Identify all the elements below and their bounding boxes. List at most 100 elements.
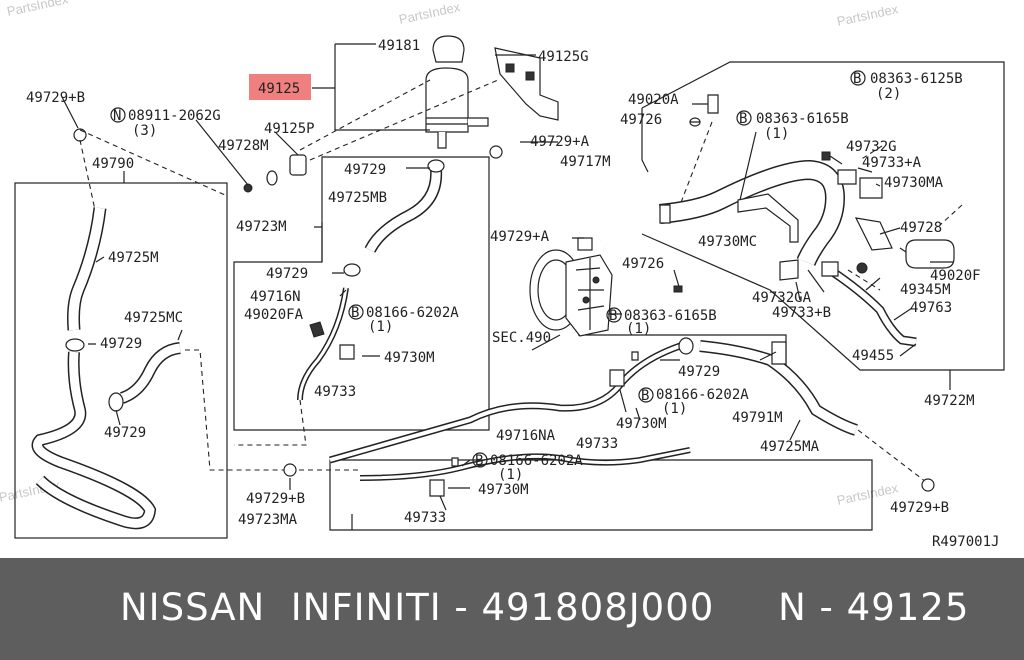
label-49729B-top[interactable]: 49729+B	[26, 90, 85, 106]
label-49125G[interactable]: 49125G	[538, 49, 589, 65]
clamp-icon	[283, 463, 297, 477]
label-49730M-b[interactable]: 49730M	[616, 416, 667, 432]
b-symbol-icon	[606, 307, 622, 323]
label-49729-b[interactable]: 49729	[266, 266, 308, 282]
b-symbol-icon	[638, 387, 654, 403]
parts-diagram: PartsIndex PartsIndex PartsIndex PartsIn…	[0, 0, 1005, 550]
label-49723M[interactable]: 49723M	[236, 219, 287, 235]
label-49725M[interactable]: 49725M	[108, 250, 159, 266]
label-49020FA[interactable]: 49020FA	[244, 307, 304, 323]
b-symbol-icon	[736, 110, 752, 126]
label-49729-e[interactable]: 49729	[678, 364, 720, 380]
leader-49020A-dashed	[679, 121, 713, 206]
box-49722M	[641, 61, 1005, 371]
bracket-icon	[737, 193, 799, 243]
label-49732GA[interactable]: 49732GA	[752, 290, 812, 306]
fitting-icon	[309, 321, 325, 338]
leader-pump	[572, 237, 622, 315]
b-symbol-letter: B	[739, 111, 747, 127]
clamp-icon	[678, 337, 694, 355]
label-49725MB[interactable]: 49725MB	[328, 190, 387, 206]
label-08166-c[interactable]: 08166-6202A	[490, 453, 583, 469]
label-49020F[interactable]: 49020F	[930, 268, 981, 284]
label-08166-a-qty: (1)	[368, 319, 393, 335]
bracket-49728-icon	[854, 217, 893, 251]
b-symbol-letter: B	[351, 305, 359, 321]
bolt-icon	[673, 285, 683, 293]
label-49733A[interactable]: 49733+A	[862, 155, 922, 171]
box-49790	[14, 182, 228, 539]
clamp-icon	[65, 338, 85, 352]
label-49730MC[interactable]: 49730MC	[698, 234, 757, 250]
label-49725MC[interactable]: 49725MC	[124, 310, 183, 326]
label-49791M[interactable]: 49791M	[732, 410, 783, 426]
label-08166-a[interactable]: 08166-6202A	[366, 305, 459, 321]
label-49726-b[interactable]: 49726	[620, 112, 662, 128]
label-49723MA[interactable]: 49723MA	[238, 512, 298, 528]
leader-reservoir	[312, 43, 536, 131]
label-08911-2062G[interactable]: 08911-2062G	[128, 108, 221, 124]
label-49733-c[interactable]: 49733	[404, 510, 446, 526]
watermark-top-right: PartsIndex	[836, 1, 900, 29]
label-49729-c[interactable]: 49729	[100, 336, 142, 352]
label-08363-c[interactable]: 08363-6125B	[870, 71, 963, 87]
label-08911-qty: (3)	[132, 123, 157, 139]
label-49730M-a[interactable]: 49730M	[384, 350, 435, 366]
label-08166-b[interactable]: 08166-6202A	[656, 387, 749, 403]
label-49455[interactable]: 49455	[852, 348, 894, 364]
label-49125[interactable]: 49125	[258, 81, 300, 97]
label-49181[interactable]: 49181	[378, 38, 420, 54]
label-49730M-c[interactable]: 49730M	[478, 482, 529, 498]
watermark-top-center: PartsIndex	[398, 0, 462, 27]
clamp-icon	[856, 262, 868, 274]
label-49717M[interactable]: 49717M	[560, 154, 611, 170]
label-49763[interactable]: 49763	[910, 300, 952, 316]
fitting-49020F-icon	[905, 239, 955, 269]
leader-49125P	[275, 132, 299, 156]
b-symbol-letter: B	[641, 388, 649, 404]
label-49732G[interactable]: 49732G	[846, 139, 897, 155]
label-49726-a[interactable]: 49726	[622, 256, 664, 272]
fitting-icon	[659, 204, 671, 224]
label-49716N[interactable]: 49716N	[250, 289, 301, 305]
label-08363-b-qty: (1)	[764, 126, 789, 142]
label-49716NA[interactable]: 49716NA	[496, 428, 556, 444]
fitting-49791M-icon	[771, 341, 787, 365]
clamp-icon	[73, 128, 87, 142]
label-49733B[interactable]: 49733+B	[772, 305, 831, 321]
label-SEC490[interactable]: SEC.490	[492, 330, 551, 346]
clamp-icon	[343, 263, 361, 277]
label-08363-b[interactable]: 08363-6165B	[756, 111, 849, 127]
label-49729-d[interactable]: 49729	[104, 425, 146, 441]
label-49125P[interactable]: 49125P	[264, 121, 315, 137]
bracket-holes-icon	[505, 63, 535, 81]
label-49729B-bottom-right[interactable]: 49729+B	[890, 500, 949, 516]
label-49729A-a[interactable]: 49729+A	[530, 134, 590, 150]
b-symbol-icon	[850, 70, 866, 86]
label-49729B-bottom-left[interactable]: 49729+B	[246, 491, 305, 507]
label-49730MA[interactable]: 49730MA	[884, 175, 944, 191]
diagram-reference: R497001J	[932, 534, 999, 550]
label-49725MA[interactable]: 49725MA	[760, 439, 820, 455]
label-49729A-b[interactable]: 49729+A	[490, 229, 550, 245]
label-49020A[interactable]: 49020A	[628, 92, 679, 108]
label-49790[interactable]: 49790	[92, 156, 134, 172]
leader-right	[673, 103, 954, 390]
label-49729-a[interactable]: 49729	[344, 162, 386, 178]
label-08363-c-qty: (2)	[876, 86, 901, 102]
power-steering-pump-icon	[529, 237, 613, 337]
label-49728M[interactable]: 49728M	[218, 138, 269, 154]
bracket-49732GA-icon	[779, 259, 799, 281]
label-08363-a[interactable]: 08363-6165B	[624, 308, 717, 324]
label-49728[interactable]: 49728	[900, 220, 942, 236]
label-49345M[interactable]: 49345M	[900, 282, 951, 298]
label-49733-b[interactable]: 49733	[576, 436, 618, 452]
label-49722M[interactable]: 49722M	[924, 393, 975, 409]
b-symbol-letter: B	[853, 71, 861, 87]
leader-reservoir-dashed	[299, 79, 499, 161]
label-49733-a[interactable]: 49733	[314, 384, 356, 400]
leader-bottom	[289, 351, 801, 530]
clamp-icon	[921, 478, 935, 492]
highlight-49125	[249, 74, 311, 100]
